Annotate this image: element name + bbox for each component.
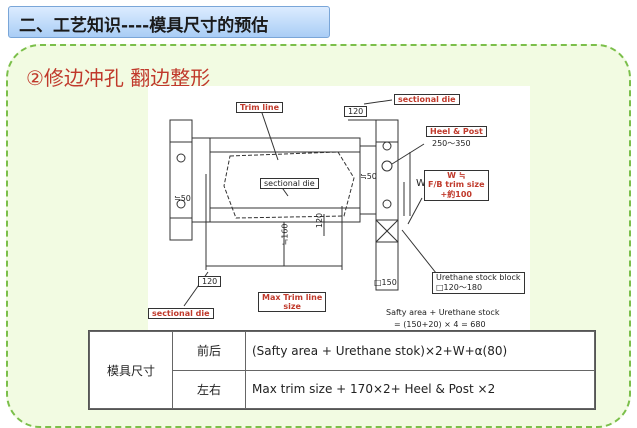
w-label-line-3: +約100 <box>440 190 472 199</box>
dim-50-right: ≒50 <box>360 172 377 181</box>
w-size-label: W ≒ F/B trim size +約100 <box>424 170 489 201</box>
trim-line-label: Trim line <box>236 102 283 113</box>
heel-post-range: 250～350 <box>432 139 471 148</box>
dim-120-top: 120 <box>344 106 368 117</box>
w-label-line-1: W ≒ <box>447 171 466 180</box>
dim-120-bottom: 120 <box>198 276 222 287</box>
row-label: 左右 <box>172 369 246 409</box>
dim-120-center: 120 <box>315 212 325 229</box>
max-trim-line-2: size <box>283 302 301 311</box>
urethane-block-range: □120～180 <box>436 283 483 292</box>
section-header: 二、工艺知识----模具尺寸的预估 <box>8 6 330 38</box>
dim-w: W <box>416 178 426 189</box>
table-row: 模具尺寸 前后 (Safty area + Urethane stok)×2+W… <box>89 331 595 409</box>
row-label: 前后 <box>172 331 246 371</box>
sectional-die-center-label: sectional die <box>260 178 319 189</box>
w-label-line-2: F/B trim size <box>428 180 485 189</box>
row-formula: Max trim size + 170×2+ Heel & Post ×2 <box>245 369 595 409</box>
sectional-die-top-label: sectional die <box>394 94 460 105</box>
heel-post-label: Heel & Post <box>426 126 487 137</box>
row-formula: (Safty area + Urethane stok)×2+W+α(80) <box>245 331 595 371</box>
safty-area-label: Safty area + Urethane stock <box>386 308 500 317</box>
dim-150: □150 <box>374 278 397 287</box>
safty-area-formula: = (150+20) × 4 = 680 <box>394 320 486 329</box>
dim-50-left: ≒50 <box>174 194 191 203</box>
urethane-block-label: Urethane stock block □120～180 <box>432 272 525 294</box>
table-head-cell: 模具尺寸 <box>89 331 173 409</box>
max-trim-label: Max Trim line size <box>258 292 327 312</box>
die-diagram: Trim line 120 sectional die Heel & Post … <box>148 86 530 334</box>
urethane-block-title: Urethane stock block <box>436 273 521 282</box>
table-row: 左右 Max trim size + 170×2+ Heel & Post ×2 <box>90 369 595 409</box>
die-size-table: 模具尺寸 前后 (Safty area + Urethane stok)×2+W… <box>88 330 596 410</box>
page-title: 二、工艺知识----模具尺寸的预估 <box>19 16 269 36</box>
die-drawing <box>169 99 441 307</box>
max-trim-line-1: Max Trim line <box>262 293 323 302</box>
sectional-die-bottom-label: sectional die <box>148 308 214 319</box>
dim-160: ≒160 <box>280 223 290 246</box>
